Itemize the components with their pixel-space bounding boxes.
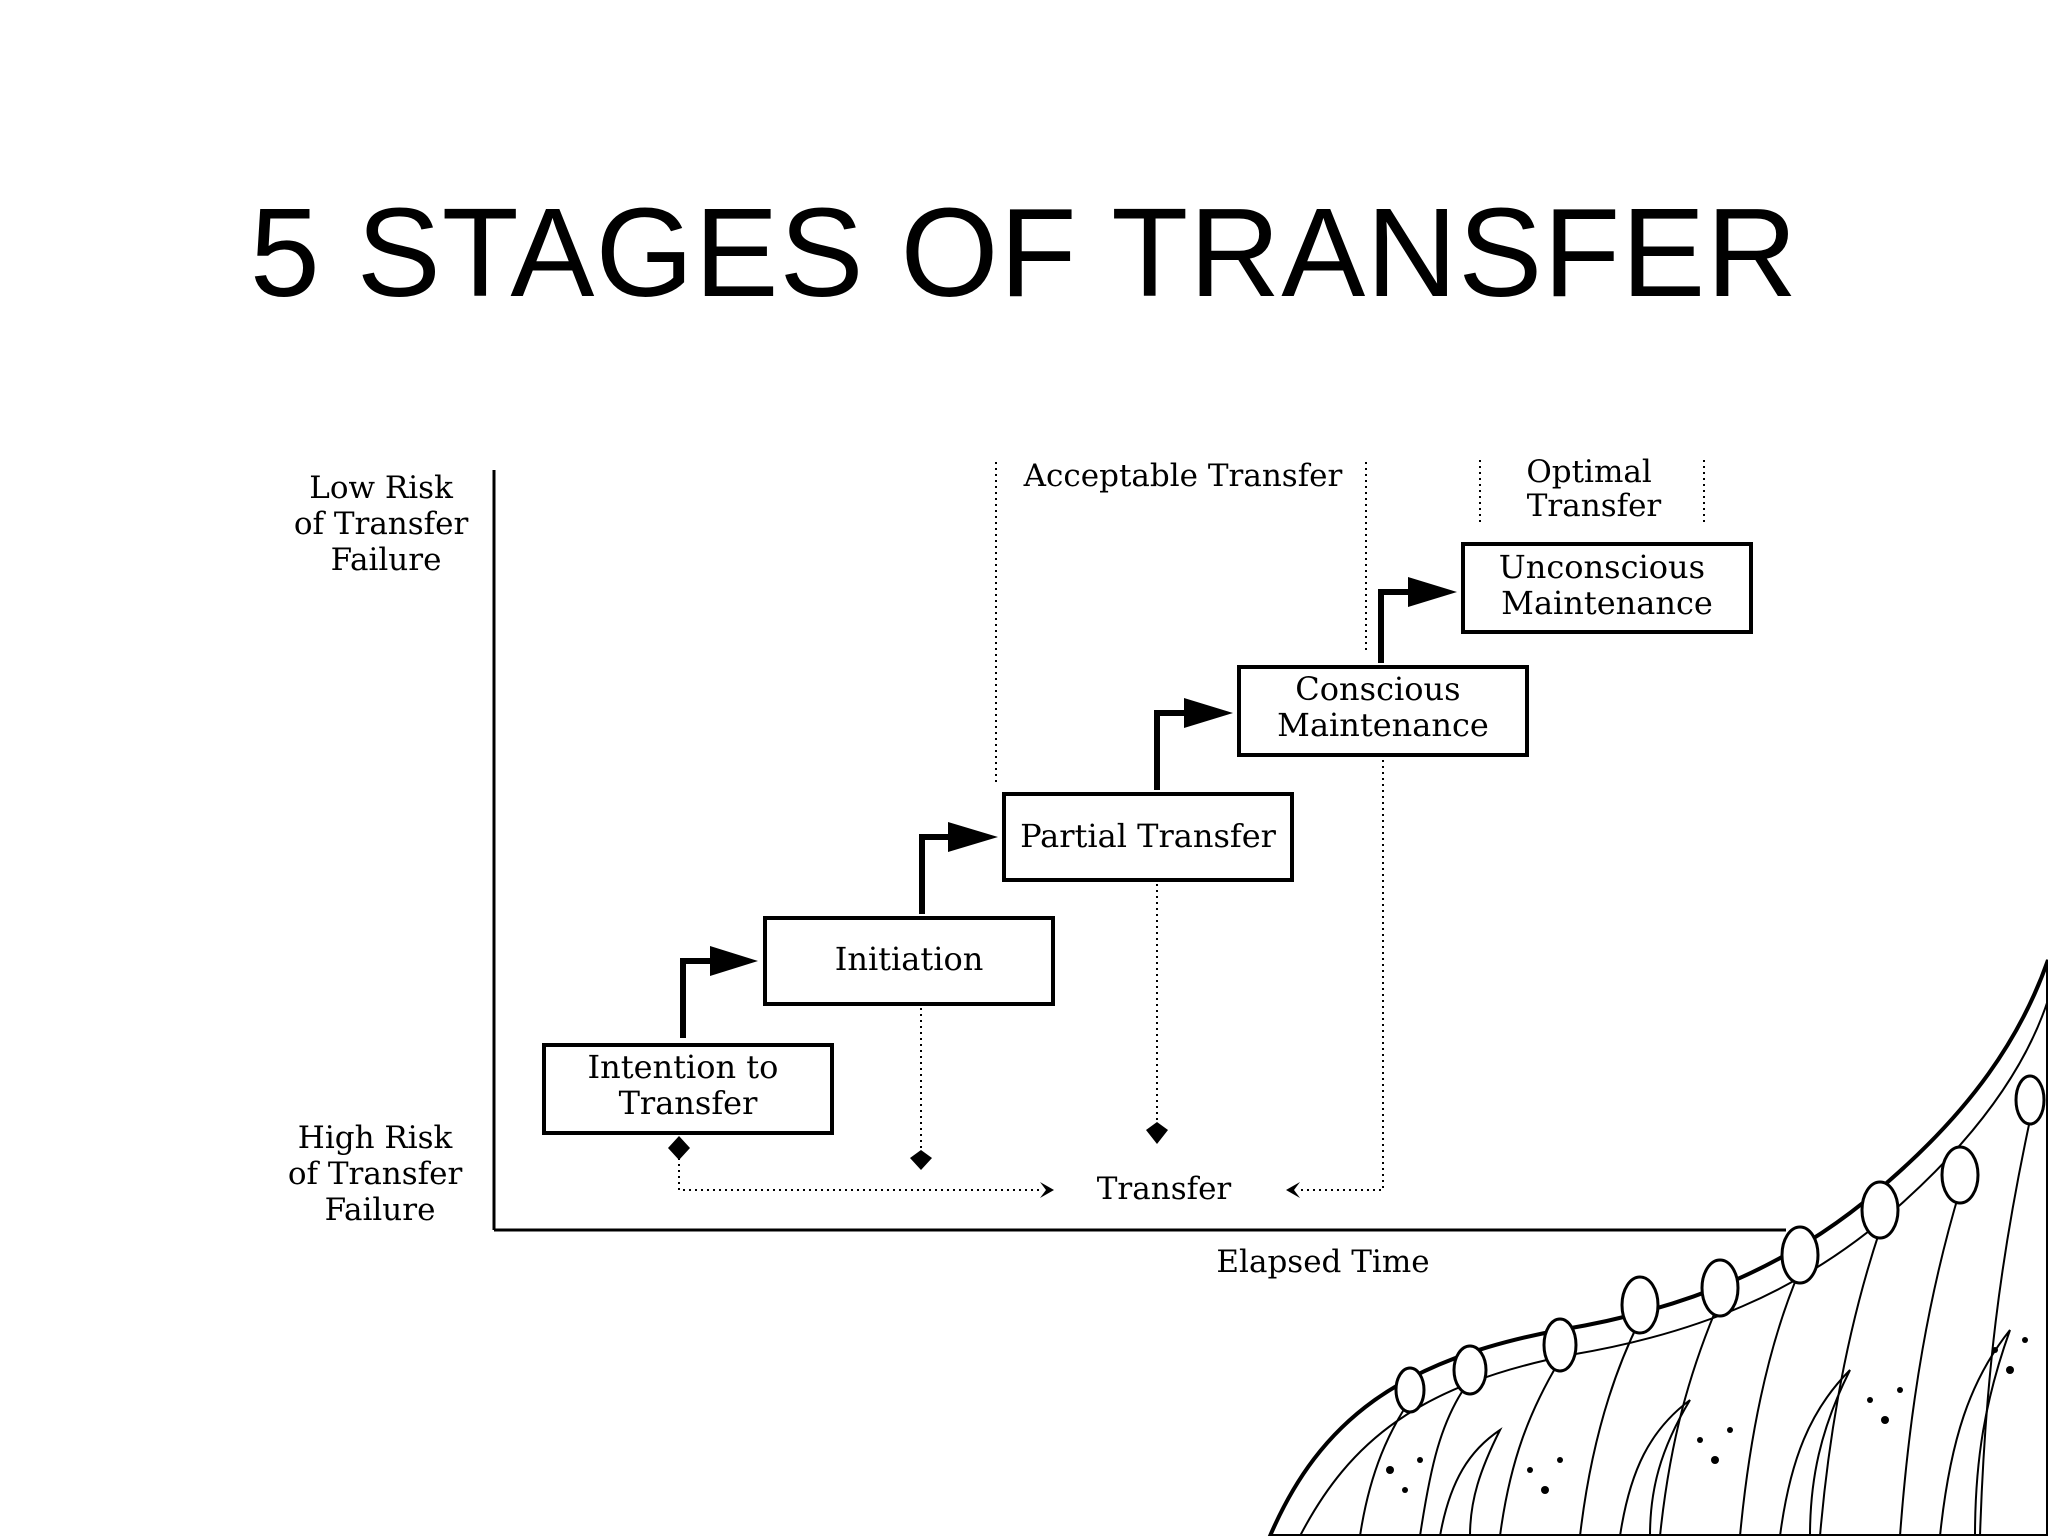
step-arrow-4 <box>1378 577 1457 663</box>
stage-unconscious-maintenance: Unconscious Maintenance <box>1461 542 1753 634</box>
y-axis-top-label: Low Risk of Transfer Failure <box>294 470 478 578</box>
y-axis-bottom-label: High Risk of Transfer Failure <box>288 1120 472 1228</box>
stage-conscious-maintenance: Conscious Maintenance <box>1237 665 1529 757</box>
svg-text:Intention to Transfer: Intention to Transfer <box>587 1048 788 1122</box>
stage-partial-transfer: Partial Transfer <box>1002 792 1294 882</box>
x-axis-label: Elapsed Time <box>1216 1244 1429 1280</box>
flower-garden-illustration <box>1267 959 2048 1536</box>
transfer-dotted-links <box>678 760 1384 1191</box>
svg-text:Partial Transfer: Partial Transfer <box>1020 817 1277 855</box>
slide-title: 5 STAGES OF TRANSFER <box>249 182 1799 323</box>
stage-initiation: Initiation <box>763 916 1055 1006</box>
step-arrow-3 <box>1154 698 1233 790</box>
svg-text:Initiation: Initiation <box>835 940 984 978</box>
acceptable-transfer-label: Acceptable Transfer <box>1023 458 1343 494</box>
svg-text:Unconscious Maintenanc: Unconscious Maintenance <box>1499 548 1715 622</box>
transfer-label: Transfer <box>1097 1171 1232 1207</box>
svg-text:Conscious Maintenance: Conscious Maintenance <box>1277 670 1489 744</box>
step-arrow-1 <box>680 946 758 1038</box>
step-arrow-2 <box>919 822 998 914</box>
transfer-dotted-arrowheads <box>668 1122 1300 1198</box>
stage-intention-to-transfer: Intention to Transfer <box>542 1043 834 1135</box>
optimal-transfer-label: Optimal Transfer <box>1526 454 1661 524</box>
